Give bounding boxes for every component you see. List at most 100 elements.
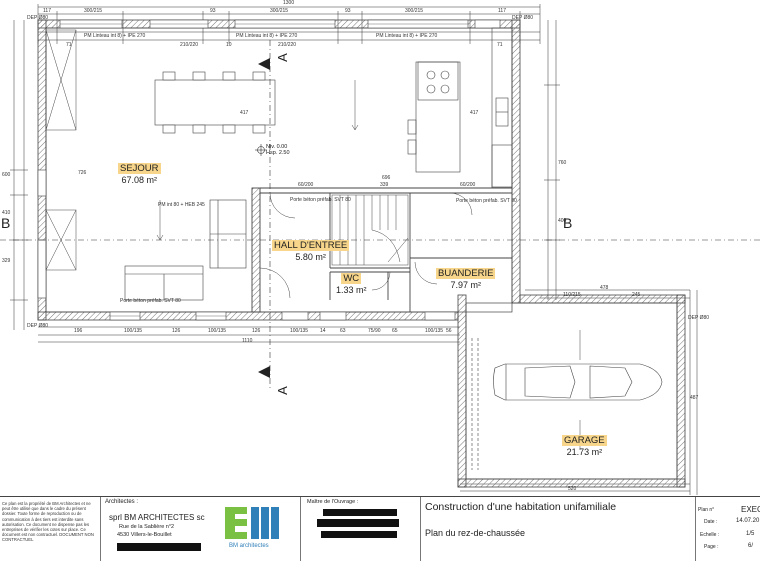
room-area-garage: 21.73 m² (566, 446, 603, 457)
bm-logo: BM architectes (223, 505, 283, 557)
dim-garage-3: 478 (600, 285, 609, 291)
room-tag-wc: WC 1.33 m² (336, 273, 367, 295)
dim-mid-4: 60/200 (460, 182, 476, 188)
dim-top-1: 117 (43, 8, 51, 14)
dim-garage-2: 245 (632, 292, 641, 298)
floor-plan (0, 4, 760, 495)
room-area-sejour: 67.08 m² (121, 174, 158, 185)
dim-misc-3: 1110 (242, 338, 253, 344)
room-area-buanderie: 7.97 m² (450, 279, 481, 290)
dim-mid-1: 696 (382, 175, 391, 181)
architect-cell: Architectes : sprl BM ARCHITECTES sc Rue… (100, 497, 301, 561)
dim-top2-3: 10 (226, 42, 232, 48)
dim-left-2: 410 (2, 210, 11, 216)
dim-top2-4: 210/220 (278, 42, 297, 48)
porte-label-2: Porte béton préfab. SVT 80 (456, 198, 517, 204)
project-cell: Construction d'une habitation unifamilia… (420, 497, 696, 561)
dim-bottom-1: 196 (74, 328, 83, 334)
dim-top-5: 93 (345, 8, 351, 14)
dim-bottom-10: 65 (392, 328, 398, 334)
kitchen-counters (407, 27, 513, 189)
disclaimer-text: Ce plan est la propriété de BM Architect… (2, 501, 94, 543)
section-a-top: A (274, 53, 290, 62)
owner-label: Maître de l'Ouvrage : (307, 499, 359, 505)
owner-redacted-1 (323, 509, 397, 516)
pm-label: PM int 80 + HEB 245 (158, 202, 205, 208)
garage-door (471, 338, 479, 470)
dim-bottom-12: 56 (446, 328, 452, 334)
dim-top-7: 117 (498, 8, 506, 14)
room-area-wc: 1.33 m² (336, 284, 367, 295)
depzinc-label-3: DEP Ø80 (27, 323, 49, 329)
dim-top-4: 300/215 (270, 8, 289, 14)
title-block: Ce plan est la propriété de BM Architect… (0, 496, 760, 561)
section-b-right: B (563, 215, 573, 231)
room-name-sejour: SEJOUR (118, 163, 161, 174)
car (493, 363, 663, 401)
dim-garage-bottom: 520 (568, 486, 577, 492)
meta-label-plan: Plan n° (698, 507, 715, 513)
dim-right-1: 760 (558, 160, 567, 166)
dim-misc-5: 726 (78, 170, 87, 176)
section-a-bottom: A (274, 386, 290, 395)
meta-label-scale: Echelle : (700, 532, 720, 538)
left-storage (45, 29, 77, 271)
level-note: Niv. 0.00 Hsp. 2.50 (266, 144, 290, 156)
meta-value-date: 14.07.20 (736, 518, 760, 524)
dim-bottom-3: 126 (172, 328, 181, 334)
meta-value-plan: EXEC (741, 505, 760, 514)
dim-bottom-8: 63 (340, 328, 346, 334)
dining-table (154, 71, 276, 134)
dim-top2-2: 210/220 (180, 42, 199, 48)
dim-bottom-7: 14 (320, 328, 326, 334)
dim-top-6: 300/215 (405, 8, 424, 14)
firm-name: sprl BM ARCHITECTES sc (109, 513, 205, 522)
right-dimension-lines (544, 20, 698, 495)
dim-top-3: 93 (210, 8, 216, 14)
level-note-line2: Hsp. 2.50 (266, 150, 290, 156)
dim-mid-3: 339 (380, 182, 389, 188)
dim-mid-2: 60/200 (298, 182, 314, 188)
door-swings (259, 192, 473, 299)
room-name-buanderie: BUANDERIE (436, 268, 496, 279)
dim-bottom-9: 75/90 (368, 328, 381, 334)
lintel-label-2: PM Linteau int 8) + IPE 270 (236, 33, 298, 39)
redacted-block (117, 543, 201, 551)
owner-cell: Maître de l'Ouvrage : (300, 497, 421, 561)
dim-top-2: 300/215 (84, 8, 103, 14)
level-marker-symbol (255, 144, 267, 156)
dim-top2-1: 71 (66, 42, 72, 48)
lintel-label-3: PM Linteau int 8) + IPE 270 (376, 33, 438, 39)
partitions (251, 187, 512, 313)
project-title: Construction d'une habitation unifamilia… (425, 501, 617, 513)
dim-bottom-11: 100/135 (425, 328, 444, 334)
lintel-label-1: PM Linteau int 8) + IPE 270 (84, 33, 146, 39)
dim-right-2: 400 (558, 218, 567, 224)
room-tag-sejour: SEJOUR 67.08 m² (118, 163, 161, 185)
meta-cell: Plan n° EXEC Date : 14.07.20 Echelle : 1… (695, 497, 760, 561)
dim-bottom-2: 100/135 (124, 328, 143, 334)
dim-bottom-5: 126 (252, 328, 261, 334)
meta-value-scale: 1/5 (746, 531, 755, 537)
plan-title: Plan du rez-de-chaussée (425, 528, 526, 538)
room-name-wc: WC (341, 273, 362, 284)
room-name-hall: HALL D'ENTREE (272, 240, 350, 251)
dim-top-total: 1300 (283, 0, 295, 6)
depzinc-label-4: DEP Ø80 (688, 315, 710, 321)
logo-caption: BM architectes (229, 543, 269, 549)
dim-left-1: 600 (2, 172, 11, 178)
depzinc-label-2: DEP Ø80 (512, 15, 534, 21)
staircase (331, 194, 409, 266)
depzinc-label-1: DEP Ø80 (27, 15, 49, 21)
dim-bottom-4: 100/135 (208, 328, 227, 334)
porte-label-1: Porte béton préfab. SVT 80 (290, 197, 351, 203)
room-tag-hall: HALL D'ENTREE 5.80 m² (272, 240, 350, 262)
dim-misc-2: 417 (470, 110, 479, 116)
dim-left-3: 329 (2, 258, 11, 264)
level-note-line1: Niv. 0.00 (266, 144, 288, 150)
meta-label-page: Page : (704, 544, 719, 550)
section-arrows (258, 58, 270, 378)
dim-misc-1: 417 (240, 110, 249, 116)
meta-label-date: Date : (704, 519, 718, 525)
room-area-hall: 5.80 m² (295, 251, 326, 262)
